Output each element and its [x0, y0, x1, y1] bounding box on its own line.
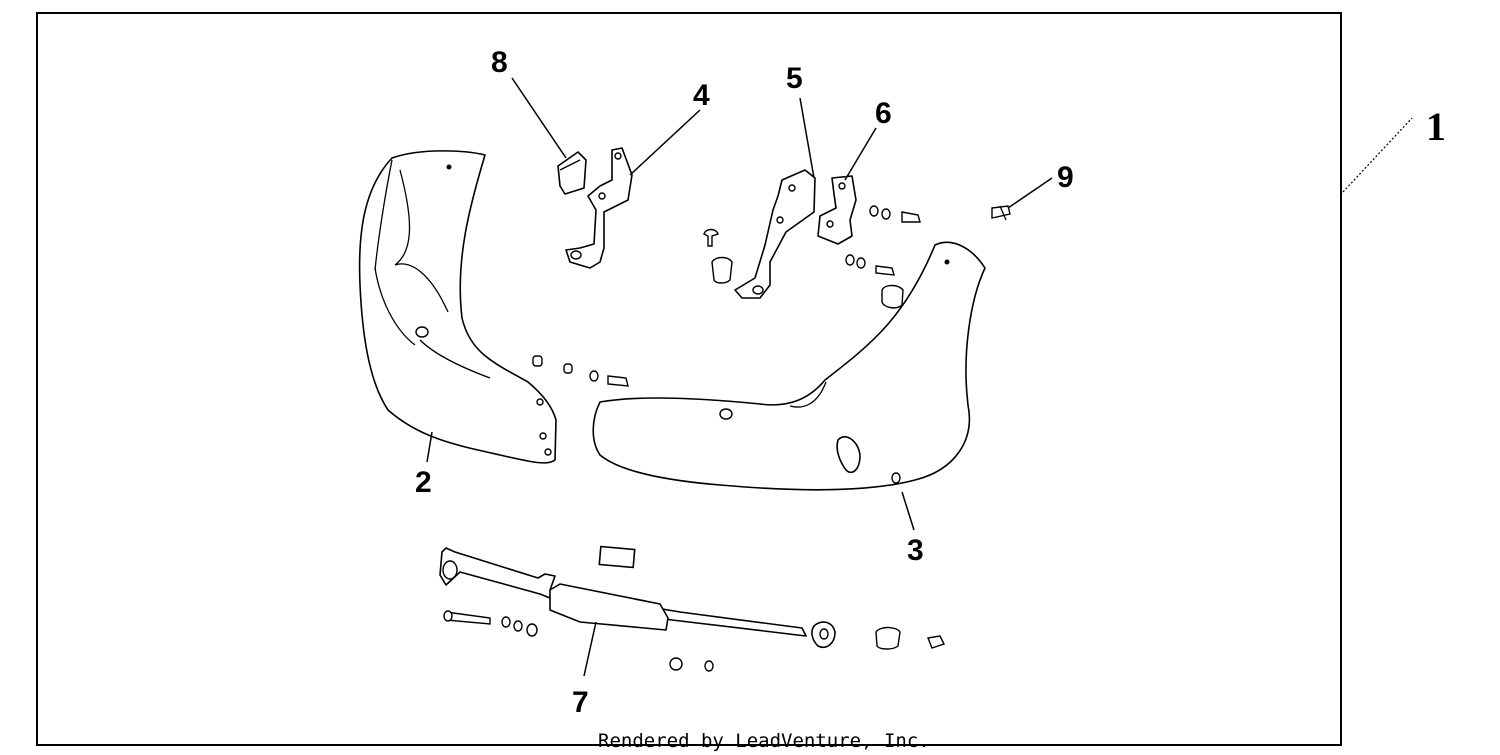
part-8-clip	[557, 151, 587, 195]
callout-9: 9	[1057, 161, 1074, 194]
callout-4: 4	[693, 79, 710, 112]
hardware-middle	[532, 355, 629, 387]
part-5-bracket	[734, 169, 816, 299]
leader-9	[1007, 177, 1053, 209]
callout-2: 2	[415, 466, 432, 499]
leader-4	[629, 109, 701, 176]
callout-1: 1	[1426, 104, 1446, 149]
callout-7: 7	[572, 686, 589, 719]
leader-7	[583, 621, 597, 677]
part-7-rod-bracket	[439, 545, 836, 648]
leader-5	[799, 97, 815, 179]
part-4-bracket	[565, 147, 633, 269]
callout-5: 5	[786, 62, 803, 95]
part-9-bolt	[991, 205, 1011, 221]
leader-3	[901, 491, 915, 531]
part-3-right-shroud	[592, 241, 986, 491]
hardware-rivets	[703, 228, 733, 284]
part-6-plate	[817, 175, 857, 245]
hardware-lower-right	[669, 626, 945, 672]
hardware-lower-left	[443, 610, 538, 637]
callout-3: 3	[907, 534, 924, 567]
leader-8	[511, 77, 567, 159]
credit-text: Rendered by LeadVenture, Inc.	[598, 730, 930, 752]
leader-1	[1342, 117, 1413, 193]
callout-6: 6	[875, 97, 892, 130]
callout-8: 8	[491, 46, 508, 79]
part-2-left-shroud	[358, 150, 557, 464]
diagram-frame	[36, 12, 1342, 746]
hardware-washers-bolts-upper	[845, 205, 921, 309]
leader-2	[426, 431, 433, 463]
leader-6	[844, 127, 877, 181]
